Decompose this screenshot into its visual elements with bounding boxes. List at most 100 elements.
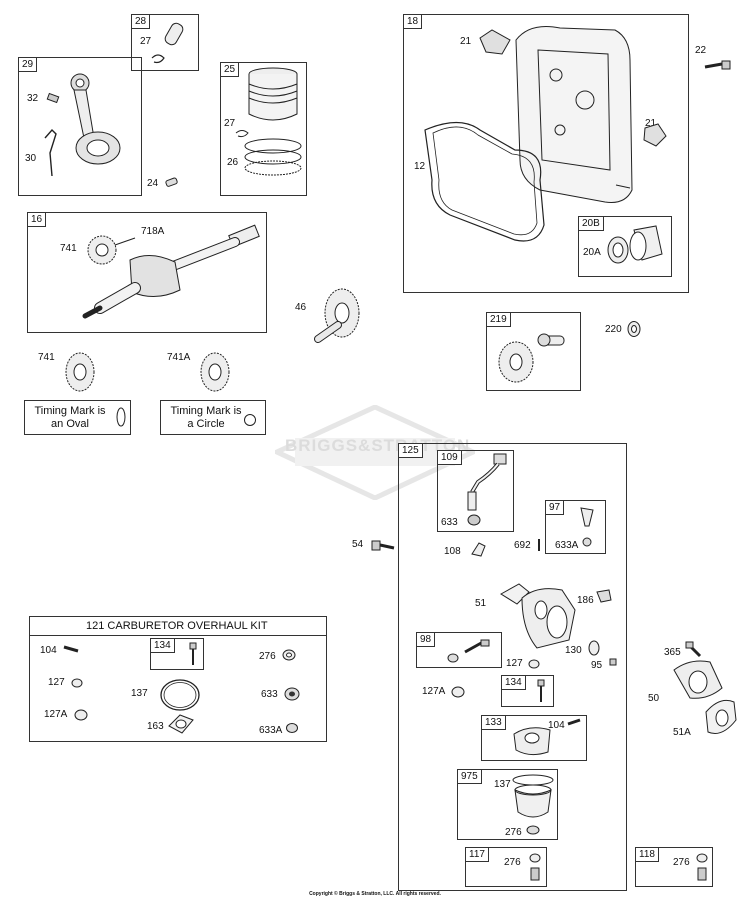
label-32: 32 — [27, 93, 39, 104]
label-130: 130 — [565, 645, 582, 656]
part-633-kit — [284, 687, 300, 701]
brand-watermark-text: BRIGGS&STRATTON — [285, 436, 471, 455]
label-365: 365 — [664, 647, 681, 658]
label-633A-97: 633A — [555, 540, 579, 551]
group-219-governor — [486, 312, 581, 391]
label-27-piston: 27 — [224, 118, 236, 129]
label-741-oval: 741 — [38, 352, 55, 363]
tag-16: 16 — [27, 212, 47, 227]
label-104-kit: 104 — [40, 645, 57, 656]
camshaft-drawing — [314, 288, 360, 343]
label-692: 692 — [514, 540, 531, 551]
gear-741-drawing — [65, 352, 95, 392]
bolt-22 — [704, 60, 731, 70]
timing-mark-oval-box — [24, 400, 131, 435]
float-133-drawing — [513, 718, 581, 756]
label-186: 186 — [577, 595, 594, 606]
label-27-pin: 27 — [140, 36, 152, 47]
label-633-kit: 633 — [261, 689, 278, 700]
oval-mark-icon — [116, 407, 126, 427]
kit-title-bar — [29, 616, 327, 636]
label-276-117: 276 — [504, 857, 521, 868]
group-117-bowl-screw — [465, 847, 547, 887]
tag-20B: 20B — [578, 216, 604, 231]
label-50: 50 — [648, 693, 660, 704]
label-51A: 51A — [673, 727, 691, 738]
label-12: 12 — [414, 161, 426, 172]
bowl-screw-117-drawing — [529, 853, 541, 881]
label-127A-carb: 127A — [422, 686, 446, 697]
label-137-bowl: 137 — [494, 779, 511, 790]
tag-118: 118 — [635, 847, 659, 862]
group-29-connecting-rod — [18, 57, 142, 196]
tag-98: 98 — [416, 632, 436, 647]
needle-134-carb — [537, 679, 545, 702]
label-24: 24 — [147, 178, 159, 189]
tag-133: 133 — [481, 715, 506, 730]
label-163-kit: 163 — [147, 721, 164, 732]
circle-mark-icon — [244, 414, 256, 426]
tag-219: 219 — [486, 312, 511, 327]
timing-mark-circle-note: Timing Mark is a Circle — [170, 405, 242, 430]
timing-mark-oval-note: Timing Mark is an Oval — [34, 405, 106, 430]
tag-125: 125 — [398, 443, 423, 458]
label-95: 95 — [591, 660, 603, 671]
tag-117: 117 — [465, 847, 489, 862]
piston-drawing — [235, 67, 302, 176]
tag-25: 25 — [220, 62, 240, 77]
label-276-kit: 276 — [259, 651, 276, 662]
group-975-bowl — [457, 769, 558, 840]
washer-220 — [627, 321, 641, 337]
part-127-kit — [71, 678, 83, 688]
group-25-piston — [220, 62, 307, 196]
brand-watermark — [275, 405, 475, 500]
bolt-54 — [371, 540, 395, 551]
label-633-line: 633 — [441, 517, 458, 528]
group-118-bowl-screw — [635, 847, 713, 887]
part-95 — [609, 658, 617, 666]
group-18-sump — [403, 14, 689, 293]
tag-28: 28 — [131, 14, 151, 29]
label-741-crank: 741 — [60, 243, 77, 254]
part-127A-kit — [74, 709, 88, 721]
label-46: 46 — [295, 302, 307, 313]
label-26: 26 — [227, 157, 239, 168]
label-108: 108 — [444, 546, 461, 557]
bowl-screw-118-drawing — [696, 853, 708, 881]
dowel-pin-24 — [165, 177, 178, 187]
tag-97: 97 — [545, 500, 565, 515]
part-127A-carb — [451, 686, 465, 698]
timing-mark-circle-box — [160, 400, 266, 435]
sump-drawing — [424, 26, 667, 242]
group-16-crankshaft — [27, 212, 267, 333]
tag-975: 975 — [457, 769, 482, 784]
label-276-bowl: 276 — [505, 827, 522, 838]
label-220: 220 — [605, 324, 622, 335]
group-134-carb — [501, 675, 554, 707]
label-54: 54 — [352, 539, 364, 550]
group-133-float — [481, 715, 587, 761]
governor-219-drawing — [498, 333, 565, 383]
label-633A-kit: 633A — [259, 725, 283, 736]
group-98-screw — [416, 632, 502, 668]
label-21-top: 21 — [460, 36, 472, 47]
label-20A: 20A — [583, 247, 601, 258]
part-276-kit — [282, 649, 296, 661]
seal-20B-drawing — [607, 225, 663, 264]
bowl-975-drawing — [512, 774, 554, 835]
intake-50-drawing — [673, 641, 737, 734]
label-21-right: 21 — [645, 118, 657, 129]
part-130 — [588, 640, 600, 656]
group-20B-seal — [578, 216, 672, 277]
part-108 — [471, 542, 486, 557]
crankshaft-drawing — [82, 224, 260, 319]
label-51: 51 — [475, 598, 487, 609]
kit-title: 121 CARBURETOR OVERHAUL KIT — [86, 620, 268, 632]
gear-741A-drawing — [200, 352, 230, 392]
label-276-118: 276 — [673, 857, 690, 868]
group-97-throttle — [545, 500, 606, 554]
part-104-kit — [63, 645, 79, 653]
label-22: 22 — [695, 45, 707, 56]
group-109-fuel-line — [437, 450, 514, 532]
label-104-carb: 104 — [548, 720, 565, 731]
